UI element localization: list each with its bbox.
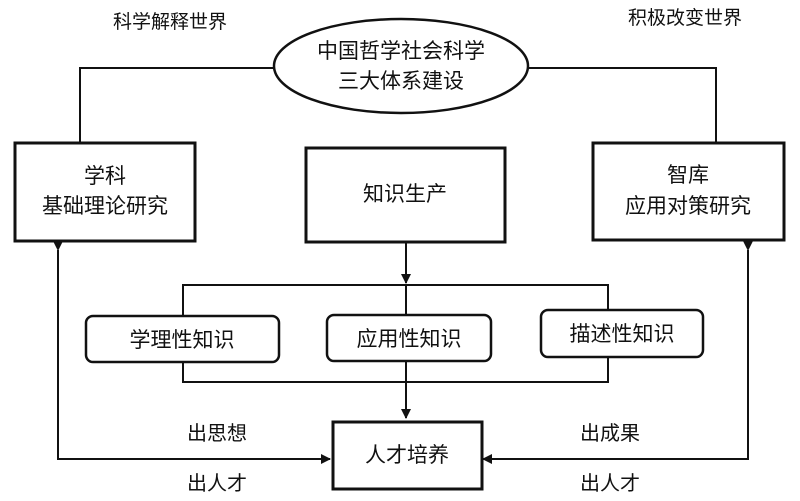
right-label-upper: 出成果 — [580, 421, 640, 445]
right-box-line-2: 应用对策研究 — [625, 194, 751, 218]
bottom-box — [331, 420, 484, 491]
arrow-left-to-talent — [53, 241, 331, 464]
right-box — [591, 141, 786, 242]
top-left-caption: 科学解释世界 — [113, 11, 227, 33]
knowledge-label-theoretical: 学理性知识 — [130, 328, 235, 352]
center-box — [304, 146, 507, 244]
knowledge-box-applied — [325, 313, 493, 363]
left-label-upper: 出思想 — [187, 421, 247, 445]
center-ellipse — [272, 17, 530, 115]
connector-ellipse-to-right — [527, 67, 717, 142]
left-box — [13, 141, 197, 243]
knowledge-label-applied: 应用性知识 — [357, 327, 462, 351]
knowledge-box-theoretical — [84, 314, 281, 364]
right-label-lower: 出人才 — [580, 471, 640, 495]
ellipse-line-2: 三大体系建设 — [338, 69, 464, 93]
left-label-lower: 出人才 — [187, 471, 247, 495]
right-box-line-1: 智库 — [667, 163, 709, 187]
left-box-line-1: 学科 — [84, 164, 126, 188]
connector-ellipse-to-left — [79, 67, 276, 142]
knowledge-label-descriptive: 描述性知识 — [570, 322, 675, 346]
arrow-right-to-talent — [482, 241, 753, 464]
left-box-line-2: 基础理论研究 — [42, 194, 168, 218]
top-right-caption: 积极改变世界 — [628, 7, 742, 29]
ellipse-line-1: 中国哲学社会科学 — [317, 39, 485, 63]
center-box-label: 知识生产 — [363, 182, 447, 206]
bottom-box-label: 人才培养 — [365, 443, 449, 467]
knowledge-box-descriptive — [539, 308, 705, 359]
